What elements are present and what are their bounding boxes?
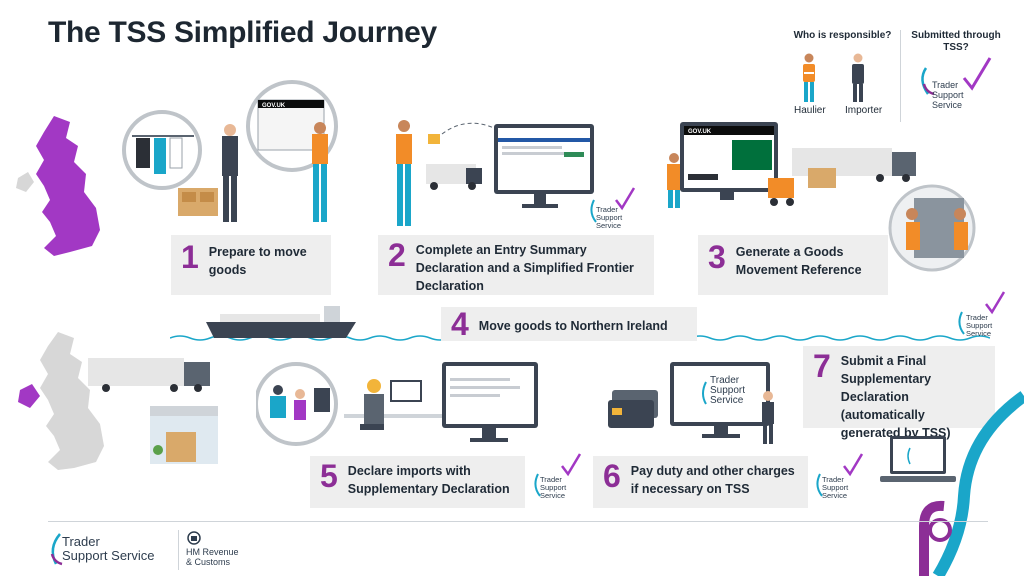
footer-hmrc-line: HM Revenue xyxy=(186,547,239,557)
tss-logo-line: Trader xyxy=(540,475,562,484)
tss-logo-line: Trader xyxy=(822,475,844,484)
truck-warehouse-illustration xyxy=(88,358,218,464)
footer-tss-line: Trader xyxy=(62,534,100,549)
tss-logo-line: Service xyxy=(710,395,744,406)
legend-divider xyxy=(900,30,901,122)
prepare-goods-illustration: GOV.UK xyxy=(122,80,338,222)
uk-map-grey-icon xyxy=(18,332,104,470)
step4-tss-check-icon xyxy=(958,291,1006,335)
pay-duty-illustration xyxy=(608,362,774,444)
step-number: 5 xyxy=(320,458,338,494)
footer-hmrc-logo-text: HM Revenue & Customs xyxy=(186,547,239,567)
step-3-card: 3 Generate a Goods Movement Reference xyxy=(698,235,888,295)
step-text: Move goods to Northern Ireland xyxy=(478,319,668,333)
step-text: Submit a Final Supplementary Declaration… xyxy=(840,354,951,440)
footer-separator xyxy=(178,530,179,570)
step6-tss-check-icon xyxy=(816,453,864,497)
tss-logo-line: Service xyxy=(540,491,566,500)
step-1-card: 1 Prepare to move goods xyxy=(171,235,331,295)
legend-tss-logo-text: Trader Support Service xyxy=(932,80,964,110)
step-number: 7 xyxy=(813,348,831,384)
step5-tss-check-icon xyxy=(534,453,582,497)
govuk-text: GOV.UK xyxy=(262,103,286,109)
haulier-figure-icon xyxy=(803,53,815,102)
step-text: Pay duty and other charges if necessary … xyxy=(630,464,795,496)
goods-movement-illustration: GOV.UK xyxy=(667,122,976,272)
tss-logo-line: Support xyxy=(932,90,964,100)
footer-divider xyxy=(48,521,988,522)
tss-footer-logo-icon xyxy=(50,533,63,566)
step2-tss-logo-text: Trader Support Service xyxy=(596,206,622,230)
step-text: Declare imports with Supplementary Decla… xyxy=(347,464,510,496)
footer-hmrc-line: & Customs xyxy=(186,557,231,567)
step-4-card: 4 Move goods to Northern Ireland xyxy=(441,307,697,341)
step-6-card: 6 Pay duty and other charges if necessar… xyxy=(593,456,808,508)
page-title: The TSS Simplified Journey xyxy=(48,16,437,49)
tss-logo-line: Support xyxy=(710,385,746,396)
importer-label: Importer xyxy=(845,105,883,116)
step-text: Prepare to move goods xyxy=(208,245,307,277)
tss-logo-line: Service xyxy=(822,491,848,500)
haulier-label: Haulier xyxy=(794,105,826,116)
tss-logo-line: Trader xyxy=(596,205,618,214)
step2-tss-check-icon xyxy=(590,187,636,223)
step-number: 1 xyxy=(181,239,199,275)
tss-logo-line: Trader xyxy=(932,80,959,90)
hmrc-crest-icon xyxy=(187,531,201,545)
step4-tss-logo-text: Trader Support Service xyxy=(966,314,992,338)
supplementary-declaration-illustration xyxy=(256,362,538,446)
tss-logo-line: Support xyxy=(540,483,567,492)
step-text: Generate a Goods Movement Reference xyxy=(735,245,862,277)
step-number: 2 xyxy=(388,237,406,273)
step-number: 6 xyxy=(603,458,621,494)
entry-declaration-illustration xyxy=(396,120,594,226)
tss-logo-line: Trader xyxy=(710,375,740,386)
step5-tss-logo-text: Trader Support Service xyxy=(540,476,566,500)
govuk-text: GOV.UK xyxy=(688,129,712,135)
tss-logo-line: Support xyxy=(596,213,623,222)
step-number: 4 xyxy=(451,306,469,342)
tss-logo-line: Service xyxy=(932,100,963,110)
tss-logo-icon xyxy=(921,57,992,96)
step-5-card: 5 Declare imports with Supplementary Dec… xyxy=(310,456,525,508)
step-text: Complete an Entry Summary Declaration an… xyxy=(415,243,634,293)
step6-screen-tss-text: Trader Support Service xyxy=(710,376,745,406)
footer-tss-line: Support Service xyxy=(62,548,155,563)
route-decoration xyxy=(919,391,1024,576)
legend-responsible-heading: Who is responsible? xyxy=(793,30,892,41)
step-number: 3 xyxy=(708,239,726,275)
importer-figure-icon xyxy=(852,53,864,102)
tss-logo-line: Trader xyxy=(966,313,988,322)
tss-logo-line: Service xyxy=(966,329,992,338)
footer-tss-logo-text: Trader Support Service xyxy=(62,535,155,563)
cargo-ship-icon xyxy=(206,306,356,338)
step6-tss-logo-text: Trader Support Service xyxy=(822,476,848,500)
tss-logo-line: Support xyxy=(822,483,849,492)
legend-submitted-heading: Submitted through TSS? xyxy=(911,30,1001,53)
tss-logo-line: Service xyxy=(596,221,622,230)
step-7-card: 7 Submit a Final Supplementary Declarati… xyxy=(803,346,995,440)
great-britain-map-icon xyxy=(16,116,100,256)
laptop-icon xyxy=(880,436,956,482)
tss-logo-line: Support xyxy=(966,321,993,330)
step-2-card: 2 Complete an Entry Summary Declaration … xyxy=(378,235,654,295)
